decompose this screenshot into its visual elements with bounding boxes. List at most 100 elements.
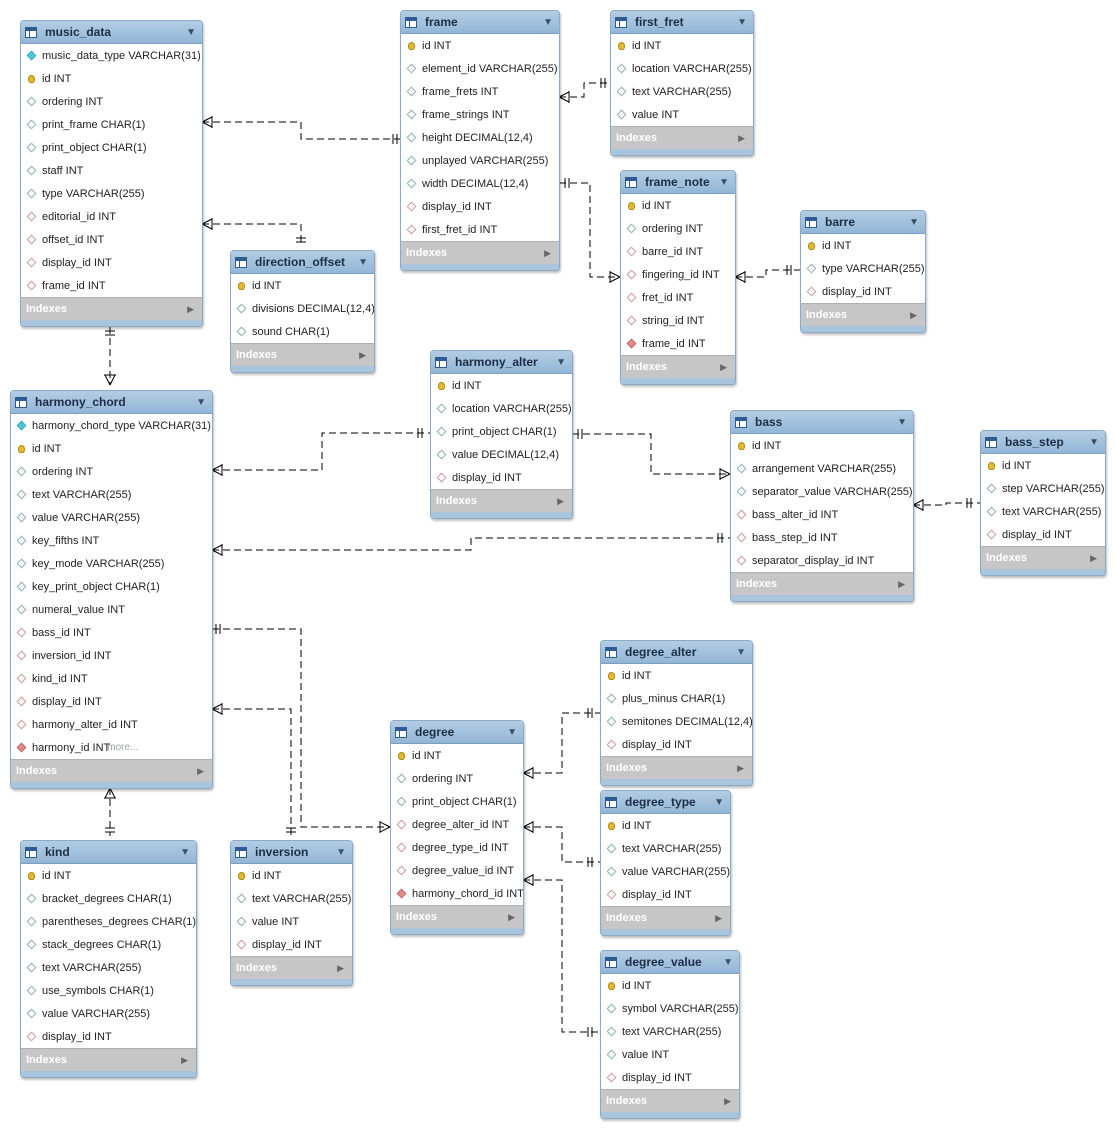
column-row[interactable]: parentheses_degrees CHAR(1)	[21, 910, 196, 933]
column-row[interactable]: text VARCHAR(255)	[611, 80, 753, 103]
column-row[interactable]: symbol VARCHAR(255)	[601, 997, 739, 1020]
expand-arrow-icon[interactable]: ▶	[359, 349, 366, 360]
column-row[interactable]: degree_alter_id INT	[391, 813, 523, 836]
collapse-caret-icon[interactable]: ▼	[714, 796, 724, 808]
column-row[interactable]: id INT	[601, 974, 739, 997]
column-row[interactable]: string_id INT	[621, 309, 735, 332]
column-row[interactable]: id INT	[601, 814, 730, 837]
column-row[interactable]: kind_id INT	[11, 667, 212, 690]
column-row[interactable]: ordering INT	[11, 460, 212, 483]
collapse-caret-icon[interactable]: ▼	[897, 416, 907, 428]
collapse-caret-icon[interactable]: ▼	[1089, 436, 1099, 448]
column-row[interactable]: bass_alter_id INT	[731, 503, 913, 526]
table-header[interactable]: frame_note▼	[621, 171, 735, 194]
expand-arrow-icon[interactable]: ▶	[508, 911, 515, 922]
indexes-section[interactable]: Indexes▶	[391, 905, 523, 928]
column-row[interactable]: id INT	[981, 454, 1105, 477]
collapse-caret-icon[interactable]: ▼	[736, 646, 746, 658]
column-row[interactable]: id INT	[431, 374, 572, 397]
table-header[interactable]: degree_alter▼	[601, 641, 752, 664]
column-row[interactable]: value VARCHAR(255)	[601, 860, 730, 883]
column-row[interactable]: print_object CHAR(1)	[431, 420, 572, 443]
column-row[interactable]: text VARCHAR(255)	[601, 1020, 739, 1043]
collapse-caret-icon[interactable]: ▼	[737, 16, 747, 28]
indexes-section[interactable]: Indexes▶	[231, 956, 352, 979]
column-row[interactable]: fret_id INT	[621, 286, 735, 309]
expand-arrow-icon[interactable]: ▶	[898, 578, 905, 589]
column-row[interactable]: display_id INT	[431, 466, 572, 489]
column-row[interactable]: key_print_object CHAR(1)	[11, 575, 212, 598]
column-row[interactable]: value INT	[611, 103, 753, 126]
table-header[interactable]: harmony_alter▼	[431, 351, 572, 374]
column-row[interactable]: frame_id INT	[621, 332, 735, 355]
column-row[interactable]: value VARCHAR(255)	[11, 506, 212, 529]
more-columns-label[interactable]: more...	[107, 742, 139, 753]
collapse-caret-icon[interactable]: ▼	[180, 846, 190, 858]
column-row[interactable]: plus_minus CHAR(1)	[601, 687, 752, 710]
column-row[interactable]: display_id INT	[801, 280, 925, 303]
column-row[interactable]: display_id INT	[601, 883, 730, 906]
column-row[interactable]: staff INT	[21, 159, 202, 182]
column-row[interactable]: arrangement VARCHAR(255)	[731, 457, 913, 480]
column-row[interactable]: id INT	[731, 434, 913, 457]
column-row[interactable]: display_id INT	[601, 1066, 739, 1089]
indexes-section[interactable]: Indexes▶	[21, 297, 202, 320]
column-row[interactable]: key_mode VARCHAR(255)	[11, 552, 212, 575]
column-row[interactable]: display_id INT	[21, 1025, 196, 1048]
collapse-caret-icon[interactable]: ▼	[196, 396, 206, 408]
expand-arrow-icon[interactable]: ▶	[910, 309, 917, 320]
table-header[interactable]: inversion▼	[231, 841, 352, 864]
column-row[interactable]: type VARCHAR(255)	[21, 182, 202, 205]
column-row[interactable]: id INT	[21, 67, 202, 90]
indexes-section[interactable]: Indexes▶	[731, 572, 913, 595]
column-row[interactable]: frame_strings INT	[401, 103, 559, 126]
indexes-section[interactable]: Indexes▶	[601, 1089, 739, 1112]
column-row[interactable]: frame_frets INT	[401, 80, 559, 103]
column-row[interactable]: inversion_id INT	[11, 644, 212, 667]
column-row[interactable]: ordering INT	[391, 767, 523, 790]
column-row[interactable]: separator_display_id INT	[731, 549, 913, 572]
table-header[interactable]: degree_type▼	[601, 791, 730, 814]
column-row[interactable]: harmony_chord_type VARCHAR(31)	[11, 414, 212, 437]
column-row[interactable]: stack_degrees CHAR(1)	[21, 933, 196, 956]
column-row[interactable]: id INT	[401, 34, 559, 57]
collapse-caret-icon[interactable]: ▼	[543, 16, 553, 28]
expand-arrow-icon[interactable]: ▶	[724, 1095, 731, 1106]
indexes-section[interactable]: Indexes▶	[401, 241, 559, 264]
column-row[interactable]: ordering INT	[21, 90, 202, 113]
indexes-section[interactable]: Indexes▶	[611, 126, 753, 149]
column-row[interactable]: offset_id INT	[21, 228, 202, 251]
column-row[interactable]: location VARCHAR(255)	[611, 57, 753, 80]
column-row[interactable]: step VARCHAR(255)	[981, 477, 1105, 500]
column-row[interactable]: harmony_chord_id INT	[391, 882, 523, 905]
collapse-caret-icon[interactable]: ▼	[336, 846, 346, 858]
indexes-section[interactable]: Indexes▶	[11, 759, 212, 782]
collapse-caret-icon[interactable]: ▼	[909, 216, 919, 228]
expand-arrow-icon[interactable]: ▶	[720, 361, 727, 372]
table-header[interactable]: first_fret▼	[611, 11, 753, 34]
table-header[interactable]: degree_value▼	[601, 951, 739, 974]
table-header[interactable]: frame▼	[401, 11, 559, 34]
column-row[interactable]: numeral_value INT	[11, 598, 212, 621]
collapse-caret-icon[interactable]: ▼	[507, 726, 517, 738]
column-row[interactable]: display_id INT	[231, 933, 352, 956]
column-row[interactable]: type VARCHAR(255)	[801, 257, 925, 280]
column-row[interactable]: id INT	[391, 744, 523, 767]
column-row[interactable]: id INT	[601, 664, 752, 687]
column-row[interactable]: id INT	[11, 437, 212, 460]
table-header[interactable]: bass▼	[731, 411, 913, 434]
table-header[interactable]: music_data▼	[21, 21, 202, 44]
table-header[interactable]: direction_offset▼	[231, 251, 374, 274]
column-row[interactable]: bracket_degrees CHAR(1)	[21, 887, 196, 910]
expand-arrow-icon[interactable]: ▶	[737, 762, 744, 773]
column-row[interactable]: display_id INT	[601, 733, 752, 756]
column-row[interactable]: element_id VARCHAR(255)	[401, 57, 559, 80]
expand-arrow-icon[interactable]: ▶	[337, 962, 344, 973]
